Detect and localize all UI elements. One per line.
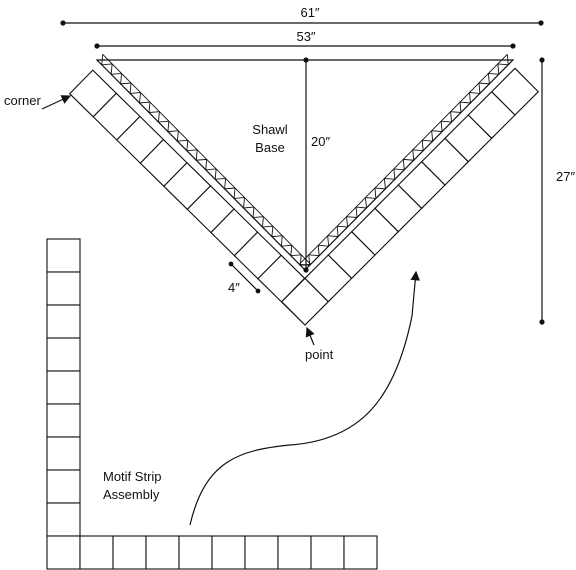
corner-label: corner	[4, 93, 42, 108]
edge-trapezoid	[139, 92, 150, 104]
corner-arrow-icon	[41, 95, 72, 110]
point-arrow-icon	[305, 326, 315, 346]
edge-trapezoid	[299, 254, 311, 266]
edge-trapezoid	[450, 102, 462, 113]
dim-motif-size: 4″	[228, 261, 261, 295]
edge-trapezoid	[101, 54, 113, 66]
dim-base-depth-label: 20″	[311, 134, 330, 149]
edge-trapezoid	[497, 54, 509, 66]
v-motif-strip	[68, 67, 540, 326]
dim-overall-width: 61″	[60, 5, 544, 26]
assembly-curve-arrow-icon	[189, 270, 421, 526]
edge-trapezoid	[261, 216, 273, 228]
edge-trapezoid	[488, 63, 500, 75]
assembly-square-horizontal	[211, 535, 246, 570]
edge-trapezoid	[422, 130, 434, 142]
assembly-label-1: Motif Strip	[103, 469, 162, 484]
dim-overall-width-label: 61″	[300, 5, 319, 20]
assembly-square-vertical	[46, 271, 81, 306]
edge-trapezoid	[365, 187, 377, 199]
edge-trapezoid	[469, 82, 481, 94]
edge-trapezoid	[412, 140, 424, 152]
edge-trapezoid	[384, 168, 396, 180]
edge-trapezoid	[224, 178, 236, 190]
edge-trapezoid	[327, 226, 339, 238]
edge-trapezoid	[280, 235, 292, 247]
assembly-square-horizontal	[145, 535, 180, 570]
edge-trapezoid	[129, 82, 141, 94]
shawl-base-label-2: Base	[255, 140, 285, 155]
edge-trapezoid	[176, 130, 188, 142]
edge-trapezoid	[308, 245, 320, 257]
edge-trapezoid	[290, 245, 302, 257]
edge-trapezoid	[374, 178, 386, 190]
edge-trapezoid	[148, 102, 160, 113]
dim-motif-size-label: 4″	[228, 280, 240, 295]
dim-total-depth-label: 27″	[556, 169, 575, 184]
edge-trapezoid	[441, 111, 453, 123]
point-label: point	[305, 347, 334, 362]
assembly-square-horizontal	[244, 535, 279, 570]
edge-trapezoid	[271, 226, 283, 238]
edge-trapezoid	[460, 92, 471, 104]
shawl-base-triangle	[95, 57, 515, 273]
edge-trapezoid	[252, 207, 264, 218]
point-callout: point	[305, 326, 334, 362]
assembly-square-horizontal	[112, 535, 147, 570]
assembly-square-vertical	[46, 469, 81, 504]
edge-trapezoid	[337, 216, 349, 228]
edge-trapezoid	[167, 121, 179, 133]
edge-stitch-pattern	[101, 54, 509, 266]
edge-trapezoid	[186, 140, 198, 152]
edge-trapezoid	[205, 159, 217, 171]
v-motif-square-left	[68, 69, 118, 118]
assembly-label-2: Assembly	[103, 487, 160, 502]
assembly-square-horizontal	[178, 535, 213, 570]
assembly-square-vertical	[46, 502, 81, 537]
dim-base-width-label: 53″	[296, 29, 315, 44]
edge-trapezoid	[120, 73, 132, 85]
assembly-square-vertical	[46, 337, 81, 372]
assembly-square-vertical	[46, 238, 81, 273]
edge-trapezoid	[110, 63, 122, 75]
edge-trapezoid	[233, 187, 245, 199]
assembly-square-horizontal	[310, 535, 345, 570]
assembly-square-horizontal	[46, 535, 81, 570]
assembly-square-vertical	[46, 370, 81, 405]
edge-trapezoid	[346, 207, 358, 218]
assembly-square-horizontal	[79, 535, 114, 570]
edge-line	[102, 54, 312, 265]
assembly-square-horizontal	[277, 535, 312, 570]
dim-total-depth: 27″	[539, 57, 575, 325]
edge-trapezoid	[393, 159, 405, 171]
assembly-square-vertical	[46, 436, 81, 471]
assembly-square-vertical	[46, 403, 81, 438]
edge-trapezoid	[243, 197, 254, 209]
assembly-square-horizontal	[343, 535, 378, 570]
edge-trapezoid	[403, 149, 415, 161]
corner-callout: corner	[4, 93, 72, 110]
dim-base-width: 53″	[94, 29, 516, 49]
v-motif-square-right	[490, 67, 540, 116]
edge-trapezoid	[478, 73, 490, 85]
edge-trapezoid	[195, 149, 207, 161]
edge-trapezoid	[318, 235, 330, 247]
assembly-square-vertical	[46, 304, 81, 339]
shawl-base-label-1: Shawl	[252, 122, 288, 137]
edge-trapezoid	[356, 197, 367, 209]
edge-trapezoid	[214, 168, 226, 180]
edge-trapezoid	[157, 111, 169, 123]
motif-strip-assembly	[46, 238, 378, 570]
edge-trapezoid	[431, 121, 443, 133]
